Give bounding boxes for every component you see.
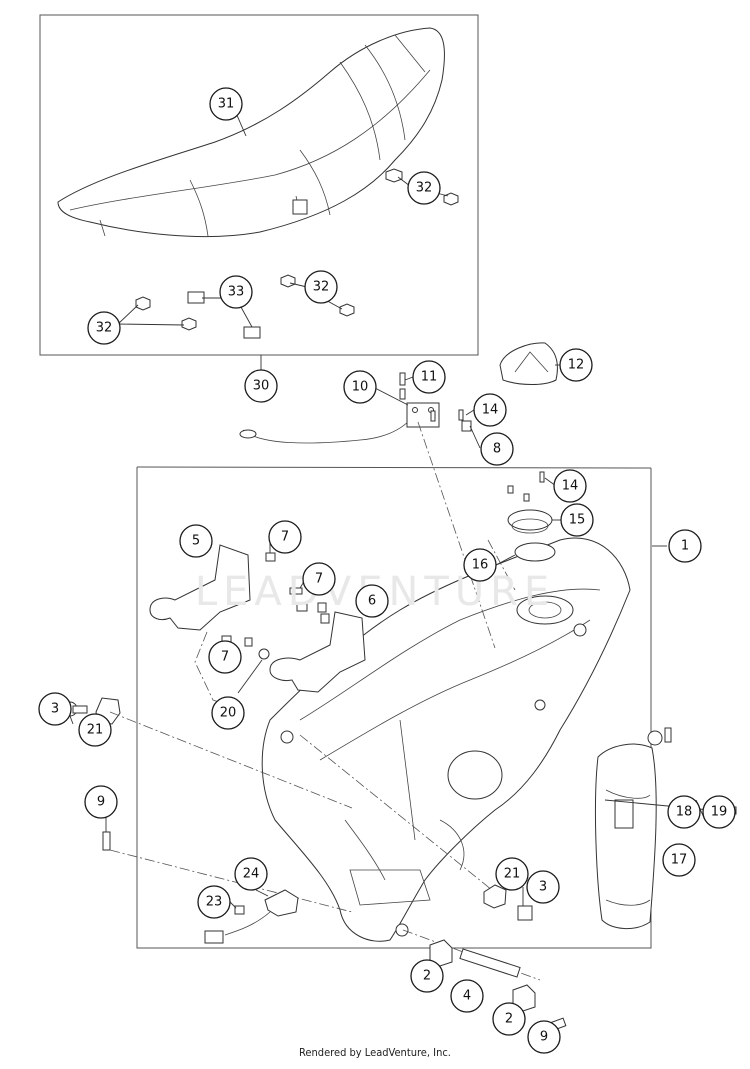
svg-text:3: 3 <box>51 702 59 717</box>
svg-text:1: 1 <box>681 539 689 554</box>
bracket-part-6 <box>269 611 366 693</box>
svg-text:12: 12 <box>568 358 585 373</box>
svg-text:24: 24 <box>243 867 260 882</box>
callout-6: 6 <box>355 584 389 618</box>
fuel-tank <box>261 537 631 942</box>
svg-text:3: 3 <box>539 880 547 895</box>
callout-8: 8 <box>480 432 514 466</box>
svg-text:15: 15 <box>569 513 586 528</box>
bracket-screws <box>221 552 330 660</box>
svg-text:18: 18 <box>676 805 693 820</box>
svg-text:9: 9 <box>540 1030 548 1045</box>
svg-text:30: 30 <box>253 379 270 394</box>
svg-text:8: 8 <box>493 442 501 457</box>
svg-text:19: 19 <box>711 805 728 820</box>
filler-neck-part-15 <box>507 509 553 531</box>
callout-10: 10 <box>343 370 377 404</box>
callout-33: 33 <box>219 275 253 309</box>
svg-text:9: 9 <box>97 795 105 810</box>
callout-7: 7 <box>208 640 242 674</box>
footer-credit: Rendered by LeadVenture, Inc. <box>299 1046 451 1059</box>
callout-14: 14 <box>553 469 587 503</box>
bracket-part-5 <box>149 544 251 631</box>
grommet-part-18 <box>647 730 663 746</box>
callout-32: 32 <box>87 311 121 345</box>
callout-21: 21 <box>495 857 529 891</box>
callout-30: 30 <box>244 369 278 403</box>
callout-20: 20 <box>211 696 245 730</box>
screw-part-3-right <box>517 905 533 921</box>
svg-text:11: 11 <box>421 370 438 385</box>
svg-text:7: 7 <box>315 572 323 587</box>
callout-18: 18 <box>667 795 701 829</box>
callout-24: 24 <box>234 857 268 891</box>
svg-text:32: 32 <box>313 280 330 295</box>
svg-text:16: 16 <box>472 558 489 573</box>
svg-text:2: 2 <box>423 969 431 984</box>
callout-2: 2 <box>492 1002 526 1036</box>
svg-text:6: 6 <box>368 594 376 609</box>
callout-15: 15 <box>560 503 594 537</box>
svg-text:21: 21 <box>87 723 104 738</box>
callout-32: 32 <box>407 171 441 205</box>
callout-2: 2 <box>410 959 444 993</box>
callout-31: 31 <box>209 87 243 121</box>
callout-3: 3 <box>526 870 560 904</box>
svg-text:4: 4 <box>463 989 471 1004</box>
callout-21: 21 <box>78 713 112 747</box>
callout-16: 16 <box>463 548 497 582</box>
svg-text:2: 2 <box>505 1012 513 1027</box>
callout-1: 1 <box>668 529 702 563</box>
callout-7: 7 <box>268 520 302 554</box>
callout-7: 7 <box>302 562 336 596</box>
guard-part-17 <box>594 743 657 929</box>
svg-text:20: 20 <box>220 706 237 721</box>
bushing-part-21-right <box>483 884 507 909</box>
svg-text:32: 32 <box>416 181 433 196</box>
svg-text:10: 10 <box>352 380 369 395</box>
callout-17: 17 <box>662 843 696 877</box>
screw-part-9-left <box>102 831 111 851</box>
svg-text:7: 7 <box>281 530 289 545</box>
callout-5: 5 <box>179 524 213 558</box>
callout-3: 3 <box>38 692 72 726</box>
callout-14: 14 <box>473 393 507 427</box>
callout-23: 23 <box>197 885 231 919</box>
svg-text:21: 21 <box>504 867 521 882</box>
sleeve-part-4 <box>459 948 521 978</box>
svg-text:14: 14 <box>562 479 579 494</box>
svg-text:7: 7 <box>221 650 229 665</box>
cover-part-12 <box>499 342 558 385</box>
svg-text:17: 17 <box>671 853 688 868</box>
svg-text:23: 23 <box>206 895 223 910</box>
tank-group-box <box>136 467 652 949</box>
callout-9: 9 <box>84 785 118 819</box>
cable <box>242 419 411 444</box>
seal-part-16 <box>514 542 556 562</box>
callout-11: 11 <box>412 360 446 394</box>
callout-4: 4 <box>450 979 484 1013</box>
svg-text:31: 31 <box>218 97 235 112</box>
seat-group-box <box>39 14 479 356</box>
svg-text:5: 5 <box>192 534 200 549</box>
svg-text:33: 33 <box>228 285 245 300</box>
callout-32: 32 <box>304 270 338 304</box>
tank-group-box-top <box>136 466 652 469</box>
svg-text:14: 14 <box>482 403 499 418</box>
callout-9: 9 <box>527 1020 561 1054</box>
seat-drawing <box>57 27 445 238</box>
sensor-part-24 <box>264 889 299 917</box>
callout-19: 19 <box>702 795 736 829</box>
svg-text:32: 32 <box>96 321 113 336</box>
callout-12: 12 <box>559 348 593 382</box>
